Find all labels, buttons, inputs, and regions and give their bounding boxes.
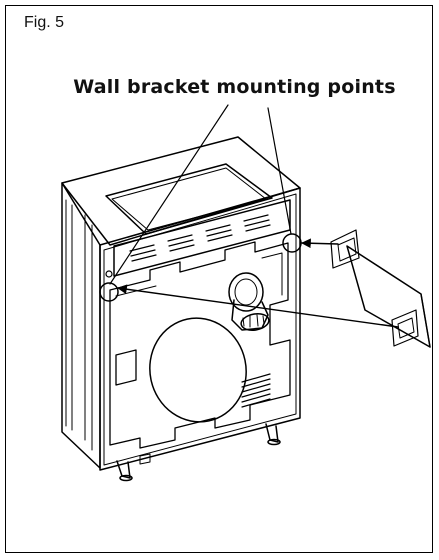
dryer-back-panel (99, 187, 301, 471)
wall-bracket (330, 229, 431, 348)
lower-vent-grille (241, 373, 271, 408)
dryer-side-panel (61, 182, 101, 469)
callout-label: Wall bracket mounting points (73, 76, 396, 98)
mounting-point-left (99, 282, 119, 302)
back-panel-groove (109, 241, 291, 449)
figure-label: Fig. 5 (24, 14, 65, 31)
drum-circle (149, 317, 247, 423)
mounting-screw-left (105, 270, 113, 278)
exhaust-spigot (228, 272, 270, 331)
dryer-feet (116, 423, 281, 482)
callout-leaders (109, 104, 292, 285)
mounting-point-right (282, 233, 302, 253)
figure-frame (5, 5, 433, 553)
bracket-arrows (117, 238, 399, 328)
